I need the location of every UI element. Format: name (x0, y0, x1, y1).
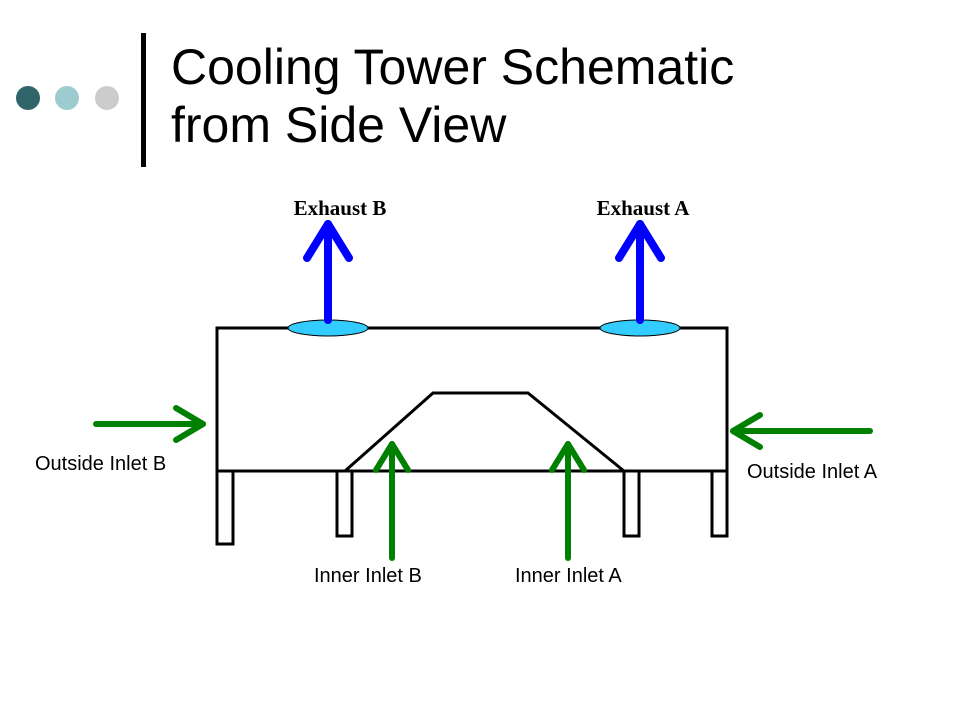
tower-body (215, 326, 729, 473)
title-accent-bar (141, 33, 146, 167)
page-title: Cooling Tower Schematic from Side View (171, 38, 734, 154)
inner-inlet-b-label: Inner Inlet B (314, 565, 422, 587)
leg-inner-right (622, 471, 641, 538)
page-title-line-2: from Side View (171, 97, 507, 153)
inner-inlet-a-label: Inner Inlet A (515, 565, 622, 587)
dot-teal (55, 86, 79, 110)
inner-trapezoid (344, 391, 625, 473)
inner-inlet-b-arrow (373, 441, 411, 561)
outside-inlet-b-arrow (93, 405, 206, 443)
exhaust-b-label: Exhaust B (294, 196, 387, 220)
outside-inlet-a-arrow (730, 412, 873, 450)
inner-inlet-a-arrow (549, 441, 587, 561)
dot-grey (95, 86, 119, 110)
outside-inlet-b-label: Outside Inlet B (35, 453, 166, 475)
outside-inlet-a-label: Outside Inlet A (747, 461, 878, 483)
decorative-dots (16, 86, 119, 110)
dot-dark (16, 86, 40, 110)
exhaust-a-arrow (615, 220, 665, 324)
exhaust-a-label: Exhaust A (597, 196, 691, 220)
leg-inner-left (335, 471, 354, 538)
leg-outer-right (710, 471, 729, 538)
exhaust-b-arrow (303, 220, 353, 324)
tower-structure (215, 326, 729, 546)
leg-outer-left (215, 471, 235, 546)
page-title-line-1: Cooling Tower Schematic (171, 39, 735, 95)
